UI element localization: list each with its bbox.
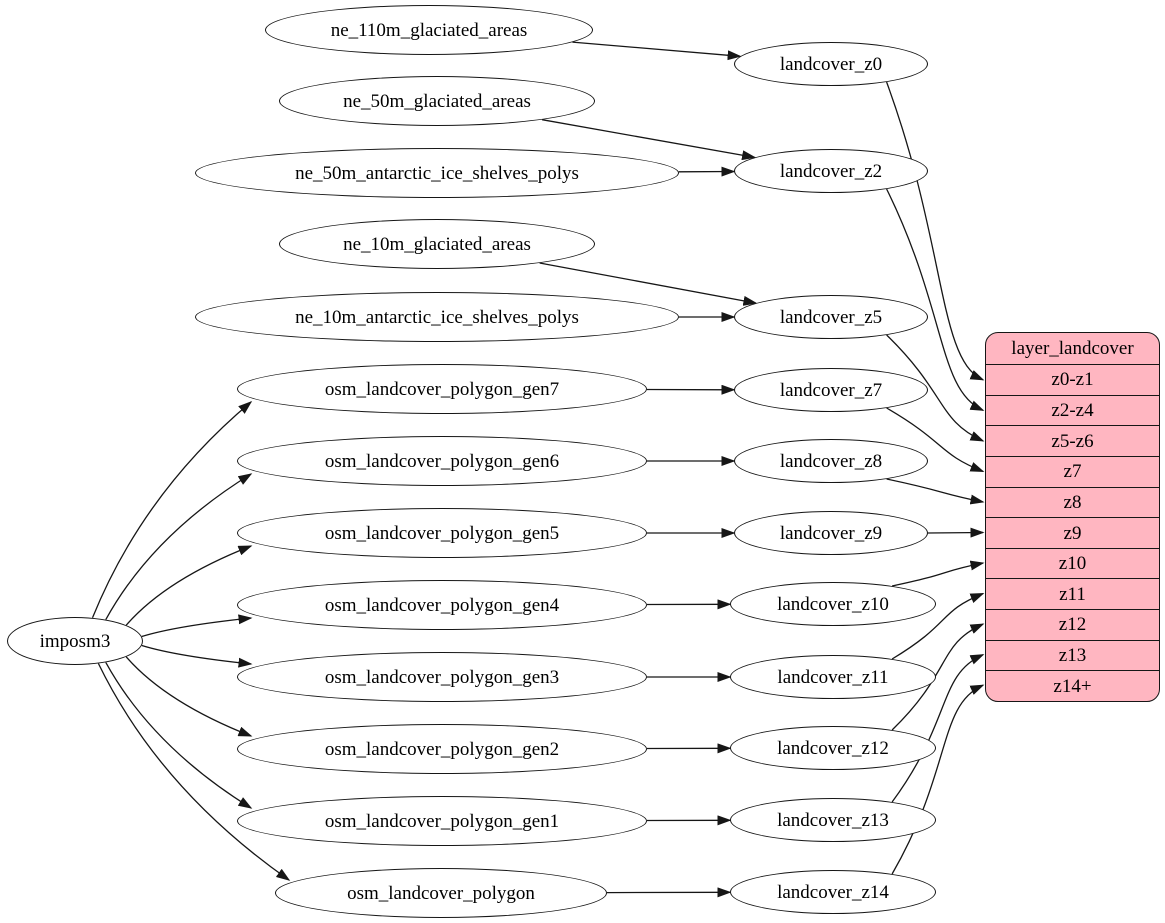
node-landcover-z2: landcover_z2: [734, 149, 928, 193]
node-ne-50m-glaciated-areas: ne_50m_glaciated_areas: [279, 76, 595, 126]
edge-landcover_z8-to-layer_landcover:z8: [886, 478, 985, 505]
node-osm-landcover-polygon-gen4: osm_landcover_polygon_gen4: [237, 580, 647, 630]
edge-ne_110m_glaciated_areas-to-landcover_z0: [572, 41, 742, 61]
node-ne-50m-antarctic-ice-shelves-polys: ne_50m_antarctic_ice_shelves_polys: [195, 148, 679, 198]
node-ne-110m-glaciated-areas: ne_110m_glaciated_areas: [265, 5, 593, 55]
edge-imposm3-to-osm_landcover_polygon_gen4: [141, 614, 253, 638]
node-landcover-z9: landcover_z9: [734, 511, 928, 555]
node-landcover-z10: landcover_z10: [730, 582, 936, 626]
record-row-z2-z4: z2-z4: [986, 396, 1159, 427]
edge-imposm3-to-osm_landcover_polygon: [97, 663, 291, 881]
node-osm-landcover-polygon-gen5: osm_landcover_polygon_gen5: [237, 508, 647, 558]
node-ne-10m-antarctic-ice-shelves-polys: ne_10m_antarctic_ice_shelves_polys: [195, 292, 679, 342]
node-landcover-z14: landcover_z14: [730, 870, 936, 914]
node-landcover-z11: landcover_z11: [730, 655, 936, 699]
edge-imposm3-to-osm_landcover_polygon_gen1: [105, 662, 253, 809]
node-osm-landcover-polygon-gen7: osm_landcover_polygon_gen7: [237, 364, 647, 414]
node-osm-landcover-polygon: osm_landcover_polygon: [275, 868, 607, 918]
node-osm-landcover-polygon-gen2: osm_landcover_polygon_gen2: [237, 724, 647, 774]
edge-ne_10m_glaciated_areas-to-landcover_z5: [539, 262, 758, 306]
edge-landcover_z10-to-layer_landcover:z10: [891, 560, 985, 587]
edge-landcover_z12-to-layer_landcover:z12: [891, 623, 985, 731]
edge-landcover_z0-to-layer_landcover:z0-z1: [885, 81, 985, 381]
edge-landcover_z5-to-layer_landcover:z5-z6: [886, 334, 985, 442]
node-landcover-z0: landcover_z0: [734, 42, 928, 86]
node-ne-10m-glaciated-areas: ne_10m_glaciated_areas: [279, 219, 595, 269]
record-row-z11: z11: [986, 579, 1159, 611]
node-imposm3: imposm3: [7, 617, 143, 665]
edge-imposm3-to-osm_landcover_polygon_gen5: [125, 545, 253, 626]
node-landcover-z12: landcover_z12: [730, 726, 936, 770]
record-title: layer_landcover: [986, 333, 1159, 365]
edge-imposm3-to-osm_landcover_polygon_gen3: [141, 644, 253, 668]
node-landcover-z5: landcover_z5: [734, 295, 928, 339]
record-row-z5-z6: z5-z6: [986, 426, 1159, 457]
node-landcover-z8: landcover_z8: [734, 439, 928, 483]
record-row-z7: z7: [986, 457, 1159, 488]
edge-landcover_z9-to-layer_landcover:z9: [927, 527, 985, 538]
node-landcover-z13: landcover_z13: [730, 798, 936, 842]
edge-landcover_z11-to-layer_landcover:z11: [891, 592, 985, 660]
edge-landcover_z14-to-layer_landcover:z14+: [891, 684, 985, 875]
node-osm-landcover-polygon-gen1: osm_landcover_polygon_gen1: [237, 796, 647, 846]
edge-imposm3-to-osm_landcover_polygon_gen2: [125, 656, 253, 737]
edge-landcover_z13-to-layer_landcover:z13: [891, 654, 985, 803]
edge-ne_50m_glaciated_areas-to-landcover_z2: [541, 119, 757, 161]
node-landcover-z7: landcover_z7: [734, 368, 928, 412]
record-row-z0-z1: z0-z1: [986, 365, 1159, 396]
record-row-z13: z13: [986, 641, 1159, 672]
edge-landcover_z2-to-layer_landcover:z2-z4: [886, 188, 985, 411]
record-row-z8: z8: [986, 488, 1159, 519]
node-osm-landcover-polygon-gen3: osm_landcover_polygon_gen3: [237, 652, 647, 702]
edge-landcover_z7-to-layer_landcover:z7: [886, 407, 985, 473]
record-row-z10: z10: [986, 549, 1159, 580]
edge-imposm3-to-osm_landcover_polygon_gen6: [105, 473, 253, 620]
record-row-z14+: z14+: [1053, 675, 1092, 697]
node-osm-landcover-polygon-gen6: osm_landcover_polygon_gen6: [237, 436, 647, 486]
edge-imposm3-to-osm_landcover_polygon_gen7: [91, 401, 253, 619]
record-row-z12: z12: [986, 610, 1159, 641]
record-row-z9: z9: [986, 518, 1159, 549]
